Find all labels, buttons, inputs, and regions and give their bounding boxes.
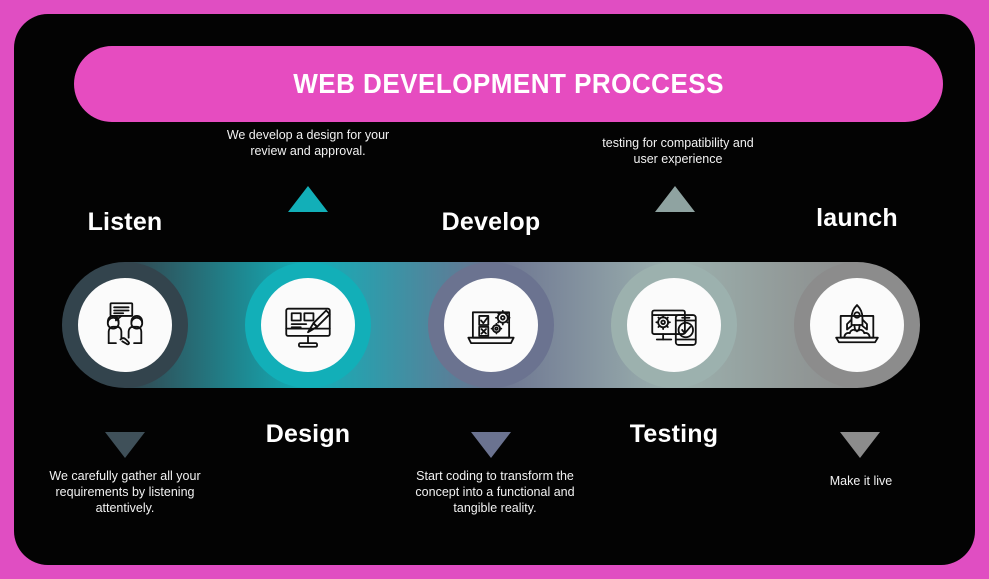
step-description-develop: Start coding to transform the concept in… [415,469,575,515]
pointer-triangle-develop [471,432,511,458]
pointer-triangle-design [288,186,328,212]
step-title-listen: Listen [87,208,163,236]
step-node-launch[interactable] [794,262,920,388]
laptop-checklist-gears-icon [467,310,515,345]
step-node-testing[interactable] [611,262,737,388]
step-title-design: Design [265,420,351,448]
monitor-phone-check-icon [651,309,697,346]
pointer-triangle-testing [655,186,695,212]
rocket-laptop-icon [835,304,879,344]
step-description-testing: testing for compatibility and user exper… [602,136,754,166]
step-icon-circle-listen [78,278,172,372]
step-description-design: We develop a design for your review and … [226,128,390,158]
step-icon-circle-design [261,278,355,372]
title-banner: WEB DEVELOPMENT PROCCESS [74,46,943,122]
step-description-launch: Make it live [829,474,893,488]
handshake-speech-icon [106,302,144,346]
pointer-triangle-launch [840,432,880,458]
page-title: WEB DEVELOPMENT PROCCESS [293,68,724,99]
step-icon-circle-launch [810,278,904,372]
monitor-paintbrush-icon [285,307,331,348]
step-title-testing: Testing [629,420,719,448]
step-node-design[interactable] [245,262,371,388]
step-icon-circle-testing [627,278,721,372]
pointer-triangle-listen [105,432,145,458]
step-title-launch: launch [816,204,898,232]
step-description-listen: We carefully gather all your requirement… [49,469,201,515]
step-node-listen[interactable] [62,262,188,388]
step-node-develop[interactable] [428,262,554,388]
step-icon-circle-develop [444,278,538,372]
step-title-develop: Develop [441,208,541,236]
